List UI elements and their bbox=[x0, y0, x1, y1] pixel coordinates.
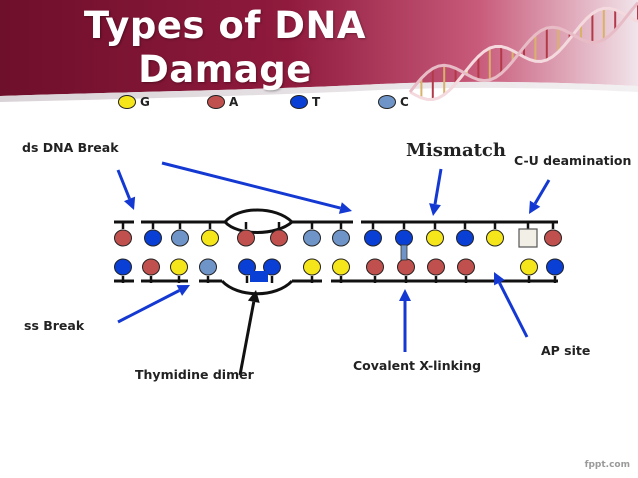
footer-credit: fppt.com bbox=[584, 460, 630, 470]
page-title-line-1: Types of DNA bbox=[83, 4, 367, 47]
arrow-shaft bbox=[116, 169, 131, 200]
base-a bbox=[544, 229, 562, 247]
base-t bbox=[364, 229, 382, 247]
arrow-head bbox=[176, 285, 190, 296]
base-c bbox=[303, 229, 321, 247]
arrow-shaft bbox=[238, 301, 256, 376]
arrow-shaft bbox=[433, 168, 443, 205]
base-g bbox=[426, 229, 444, 247]
label-ap-site: AP site bbox=[541, 343, 591, 358]
label-covalent-x-linking: Covalent X-linking bbox=[353, 358, 482, 373]
banner-graphic bbox=[0, 0, 638, 102]
base-a bbox=[114, 229, 132, 247]
page-title-line-2: Damage bbox=[138, 48, 312, 91]
base-a bbox=[457, 258, 475, 276]
legend-label-g: G bbox=[140, 95, 150, 109]
arrows bbox=[116, 161, 551, 376]
base-c bbox=[199, 258, 217, 276]
arrow-head bbox=[429, 203, 441, 216]
arrow-shaft bbox=[533, 179, 551, 205]
base-a bbox=[142, 258, 160, 276]
base-g bbox=[486, 229, 504, 247]
cross-link-bond bbox=[400, 244, 408, 261]
label-mismatch: Mismatch bbox=[406, 140, 506, 161]
legend-dot-g bbox=[118, 95, 136, 109]
label-ds-dna-break: ds DNA Break bbox=[22, 140, 119, 155]
top-bulge-inner bbox=[223, 220, 293, 234]
dna-helix-graphic bbox=[408, 1, 638, 102]
top-bulge bbox=[223, 208, 294, 224]
base-c bbox=[332, 229, 350, 247]
bases bbox=[114, 222, 564, 283]
legend-label-a: A bbox=[229, 95, 239, 109]
base-g bbox=[332, 258, 350, 276]
bottom-bulge bbox=[220, 279, 294, 296]
label-ss-break: ss Break bbox=[24, 318, 85, 333]
arrow-shaft bbox=[117, 289, 181, 324]
base-t bbox=[144, 229, 162, 247]
arrow-head bbox=[338, 202, 352, 214]
arrow-head bbox=[247, 290, 260, 303]
label-cu-deamination: C-U deamination bbox=[514, 153, 632, 168]
base-g bbox=[303, 258, 321, 276]
title-banner: Types of DNA Damage bbox=[0, 0, 638, 118]
arrow-head bbox=[123, 196, 136, 210]
legend-dot-t bbox=[290, 95, 308, 109]
banner-stripe bbox=[0, 81, 638, 102]
base-g bbox=[520, 258, 538, 276]
thymine-dimer-bond bbox=[250, 271, 268, 282]
base-g bbox=[170, 258, 188, 276]
base-t bbox=[456, 229, 474, 247]
base-a bbox=[366, 258, 384, 276]
base-g bbox=[201, 229, 219, 247]
base-t bbox=[546, 258, 564, 276]
legend-dot-a bbox=[207, 95, 225, 109]
base-a bbox=[397, 258, 415, 276]
base-legend: G A T C bbox=[0, 92, 638, 116]
helix-strand bbox=[408, 1, 638, 93]
base-c bbox=[171, 229, 189, 247]
base-uracil bbox=[518, 228, 538, 248]
label-thymidine-dimer: Thymidine dimer bbox=[135, 367, 254, 382]
base-a bbox=[427, 258, 445, 276]
arrow-head bbox=[529, 200, 541, 214]
legend-label-t: T bbox=[312, 95, 321, 109]
arrow-shaft bbox=[498, 282, 529, 338]
base-t bbox=[114, 258, 132, 276]
helix-strand bbox=[409, 6, 638, 102]
base-a bbox=[270, 229, 288, 247]
legend-label-c: C bbox=[400, 95, 409, 109]
base-a bbox=[237, 229, 255, 247]
base-t bbox=[395, 229, 413, 247]
arrow-head bbox=[399, 289, 411, 301]
legend-dot-c bbox=[378, 95, 396, 109]
arrow-shaft bbox=[161, 161, 341, 210]
arrow-head bbox=[494, 272, 505, 286]
